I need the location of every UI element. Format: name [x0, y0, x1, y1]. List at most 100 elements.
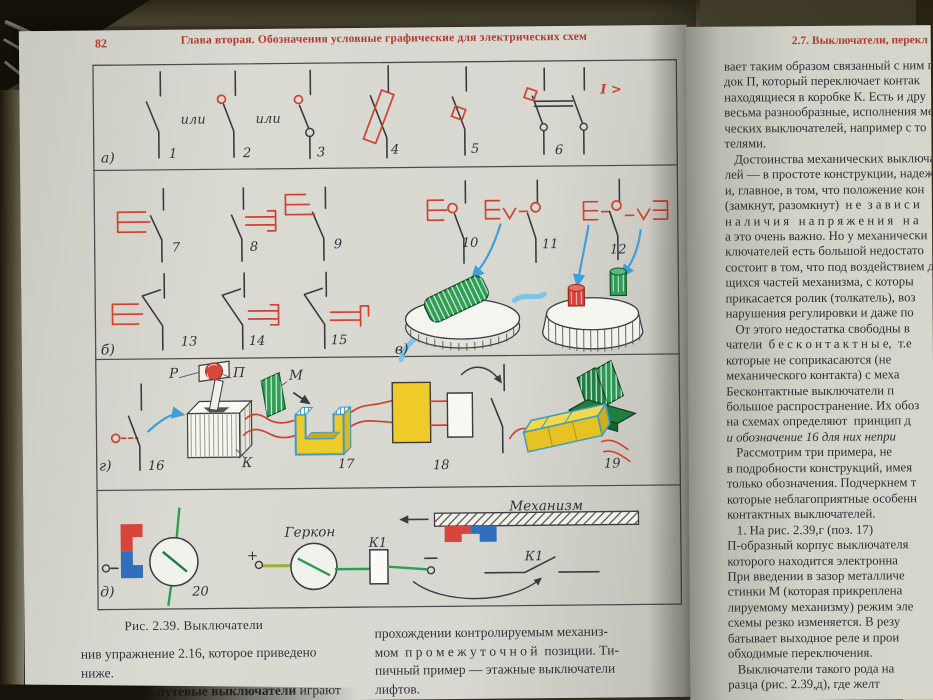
- page-number: 82: [94, 36, 107, 51]
- figure-num-13: 13: [181, 335, 198, 350]
- text-line: стинки М (которая прикреплена: [727, 583, 903, 599]
- text-line: нарушения регулировки и даже по: [725, 305, 914, 321]
- roller: [205, 362, 224, 381]
- section-label-d: д): [100, 584, 114, 600]
- section-label-v: в): [395, 341, 409, 357]
- label-pi: П: [232, 365, 245, 381]
- pushbutton-station-drawing: [542, 267, 644, 352]
- figure-section-a: или или I > 1 2 3 4 5 6: [101, 64, 622, 166]
- switch-symbol-7: [116, 188, 165, 263]
- relay-coil-label: К1: [368, 536, 387, 551]
- left-page: 82 Глава вторая. Обозначения условные гр…: [18, 24, 694, 700]
- page-bottom-shadow: [0, 684, 361, 700]
- or-label: или: [256, 112, 281, 127]
- gerkon-label: Геркон: [284, 524, 336, 540]
- figure-num-2: 2: [242, 146, 251, 161]
- right-page: 2.7. Выключатели, перекл вает таким обра…: [685, 25, 933, 700]
- switch-symbol-4: [362, 64, 395, 159]
- text-line: ческих выключателей, например с то: [724, 119, 927, 136]
- text-line: которого находится электронна: [727, 552, 899, 569]
- magnet-north: [444, 525, 471, 543]
- section-label-a: а): [101, 150, 115, 166]
- label-k: К: [241, 455, 253, 471]
- switch-symbol-6: [522, 66, 588, 155]
- figure-num-19: 19: [604, 456, 621, 471]
- figure-num-12: 12: [610, 242, 627, 257]
- text-line: весьма разнообразные, исполнения меха: [724, 104, 933, 120]
- text-line: От этого недостатка свободны в: [725, 321, 910, 337]
- book-top-edge: [60, 0, 700, 26]
- figure-section-b: 7 8 9 13 14 15 б): [101, 186, 370, 358]
- text-line: только обозначения. Подчеркнем т: [726, 475, 917, 491]
- figure-num-7: 7: [172, 241, 181, 256]
- text-line: вает таким образом связанный с ним по: [723, 58, 933, 74]
- switch-symbol-14: [221, 272, 280, 350]
- figure-num-3: 3: [317, 145, 325, 160]
- magnet-south: [470, 525, 497, 542]
- blue-arrow: [470, 223, 502, 280]
- limit-switch-box-drawing: [179, 360, 253, 459]
- text-line: Рассмотрим три примера, не: [726, 444, 893, 460]
- label-p: Р: [168, 366, 179, 382]
- switch-symbol-11: [484, 179, 541, 264]
- text-line: 1. На рис. 2.39,г (поз. 17): [727, 522, 874, 538]
- text-line: ключателей есть большой недостато: [725, 243, 924, 260]
- figure-divider: [93, 164, 679, 172]
- figure-num-10: 10: [462, 236, 479, 251]
- figure-num-18: 18: [433, 458, 450, 473]
- text-line: находящиеся в коробке К. Есть и дру: [724, 89, 927, 105]
- section-label-b: б): [101, 342, 115, 358]
- middle-column-text: прохождении контролируемым механиз-мом п…: [375, 622, 692, 699]
- text-line: док П, который переключает контак: [723, 73, 921, 90]
- text-line: которые не соприкасаются (не: [725, 352, 892, 368]
- contactless-switch-symbol-16: [110, 383, 143, 471]
- figure-num-20: 20: [191, 584, 209, 599]
- u-core-drawing: [242, 399, 394, 456]
- text-line: Достоинства механических выключа: [724, 150, 933, 167]
- section-label-g: г): [99, 458, 112, 474]
- chapter-header: Глава вторая. Обозначения условные графи…: [180, 30, 588, 47]
- figure-num-15: 15: [331, 333, 348, 348]
- figure-num-16: 16: [148, 459, 165, 474]
- text-line: Выключатели такого рода на: [728, 661, 895, 677]
- blue-arrow: [572, 224, 590, 288]
- switch-symbol-15: [303, 271, 370, 350]
- text-line: н а л и ч и я н а п р я ж е н и я н а: [724, 212, 919, 229]
- switch-symbol-9: [284, 186, 327, 262]
- text-line: механического контакта) с меха: [726, 367, 900, 383]
- switch-symbol-5: [450, 66, 468, 156]
- figure-num-14: 14: [249, 334, 266, 349]
- text-line: Бесконтактные выключатели п: [726, 382, 895, 399]
- magnet-north: [120, 524, 143, 552]
- magnet-south: [120, 551, 144, 579]
- figure-divider: [96, 484, 682, 492]
- figure-divider: [94, 353, 680, 361]
- relay-coil: [369, 548, 389, 585]
- switch-symbol-8: [230, 187, 277, 262]
- electronic-block-drawing: [391, 363, 506, 454]
- figure-num-17: 17: [338, 457, 355, 472]
- text-line: лей — в простоте конструкции, надеж: [724, 166, 933, 182]
- figure-num-5: 5: [471, 142, 479, 157]
- figure-caption: Рис. 2.39. Выключатели: [124, 616, 264, 634]
- figure-num-4: 4: [390, 143, 399, 158]
- figure-section-g: Р П К М: [99, 359, 638, 474]
- text-line: обходимые переключения.: [727, 645, 873, 661]
- overcurrent-label: I >: [599, 82, 622, 97]
- figure-num-8: 8: [250, 240, 258, 255]
- green-button: [609, 267, 627, 297]
- text-line: и, главное, в том, что положение кон: [724, 181, 925, 198]
- figure-section-v: 10 11 12: [395, 178, 669, 363]
- sensor-19-drawing: [508, 359, 638, 463]
- text-line: на схемах определяют принцип д: [726, 413, 911, 430]
- relay-contact-drawing: [412, 556, 600, 600]
- plus-label: +: [247, 548, 258, 564]
- reed-switch-symbol-20: [101, 507, 199, 606]
- figure-num-11: 11: [542, 237, 559, 252]
- switch-symbol-1: [145, 71, 162, 159]
- plate-m-drawing: [260, 371, 311, 418]
- mechanism-drawing: [399, 510, 640, 543]
- text-line: лифтов.: [375, 680, 421, 697]
